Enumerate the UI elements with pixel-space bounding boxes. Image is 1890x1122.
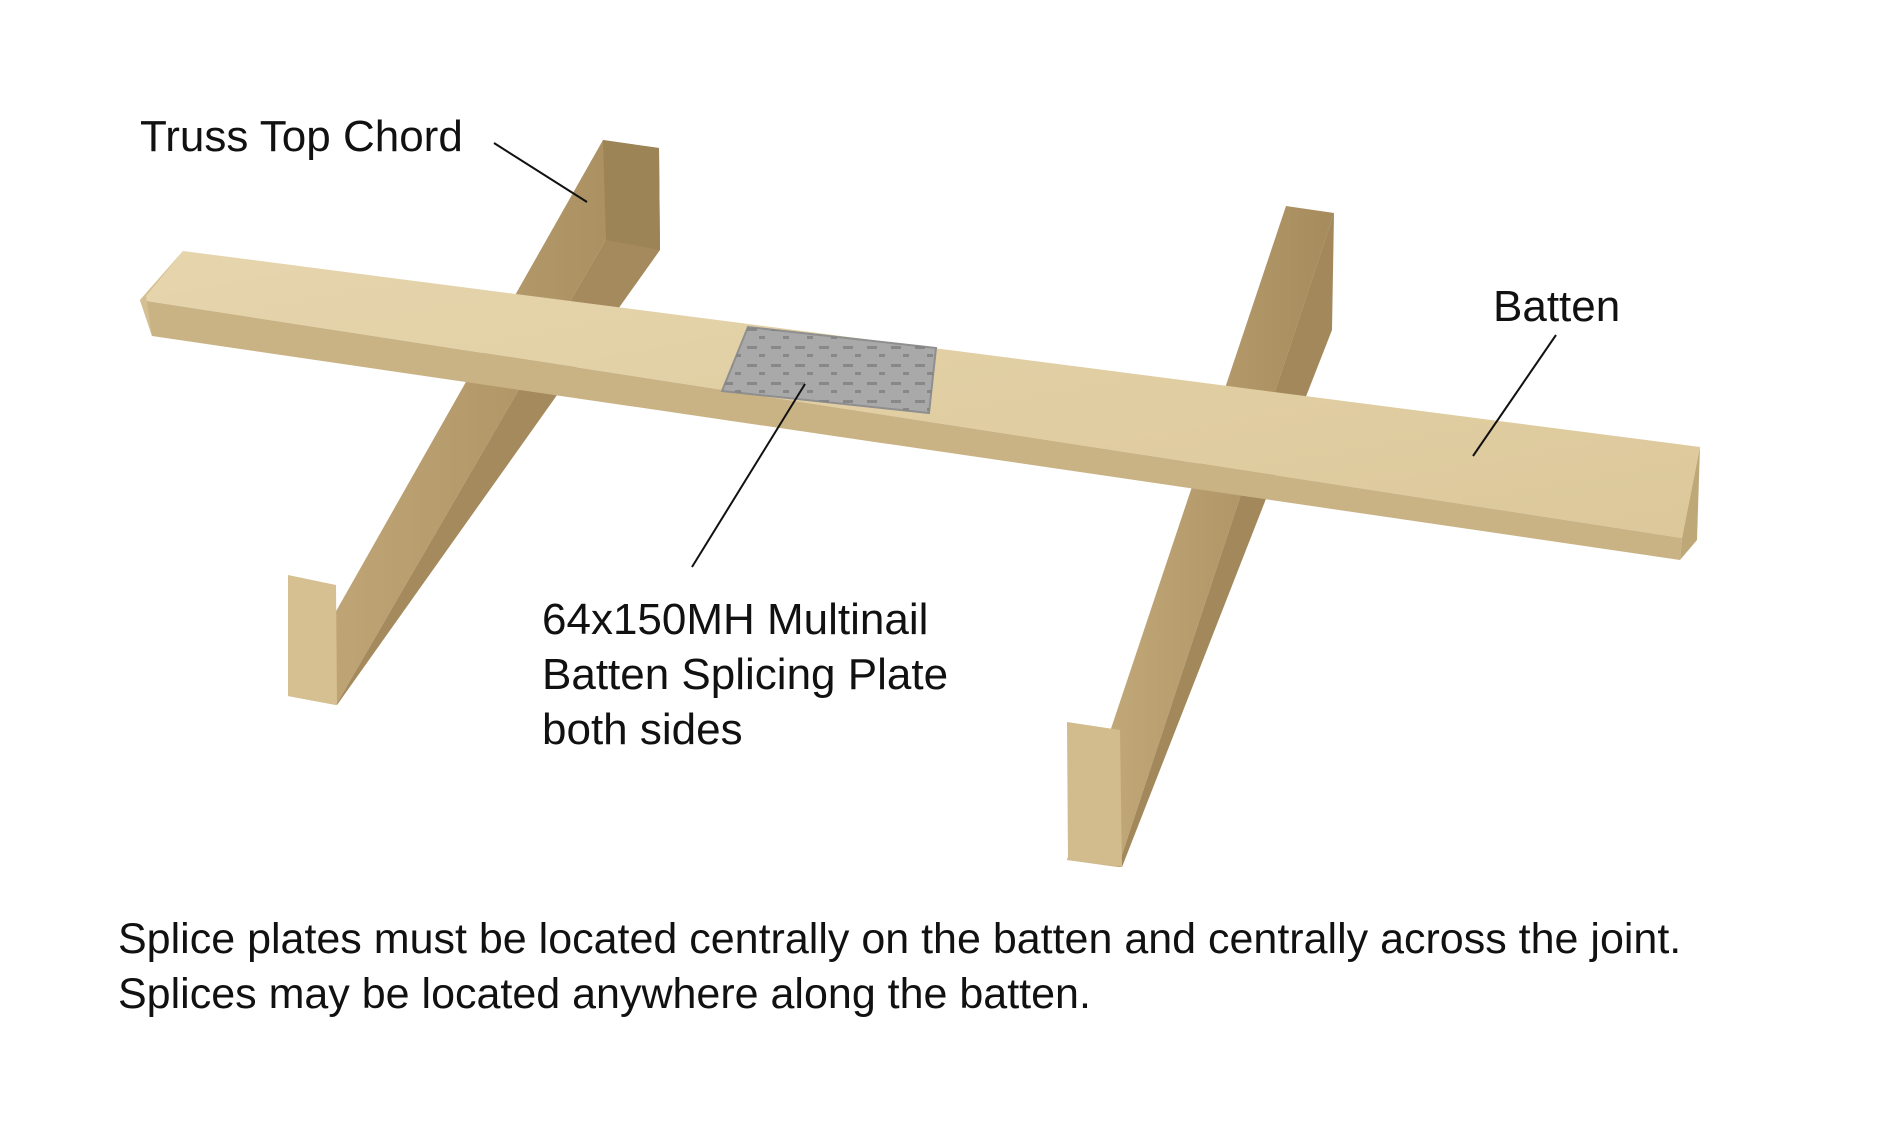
- splice-plate-label-line1: 64x150MH Multinail: [542, 595, 929, 644]
- installation-note: Splice plates must be located centrally …: [118, 912, 1681, 1022]
- truss-top-chord-right: [1067, 206, 1334, 867]
- installation-note-line1: Splice plates must be located centrally …: [118, 915, 1682, 963]
- leader-batten: [1472, 334, 1557, 457]
- installation-note-line2: Splices may be located anywhere along th…: [118, 970, 1091, 1018]
- splice-plate-label-line3: both sides: [542, 705, 743, 754]
- truss-top-chord-left: [288, 140, 660, 705]
- splice-plate: [720, 325, 938, 415]
- batten-label: Batten: [1493, 282, 1621, 331]
- leader-splice-plate: [691, 383, 806, 568]
- leader-truss-top-chord: [493, 142, 588, 203]
- truss-top-chord-label: Truss Top Chord: [140, 112, 463, 161]
- splice-plate-label-line2: Batten Splicing Plate: [542, 650, 949, 699]
- splice-plate-label: 64x150MH Multinail Batten Splicing Plate…: [542, 592, 948, 757]
